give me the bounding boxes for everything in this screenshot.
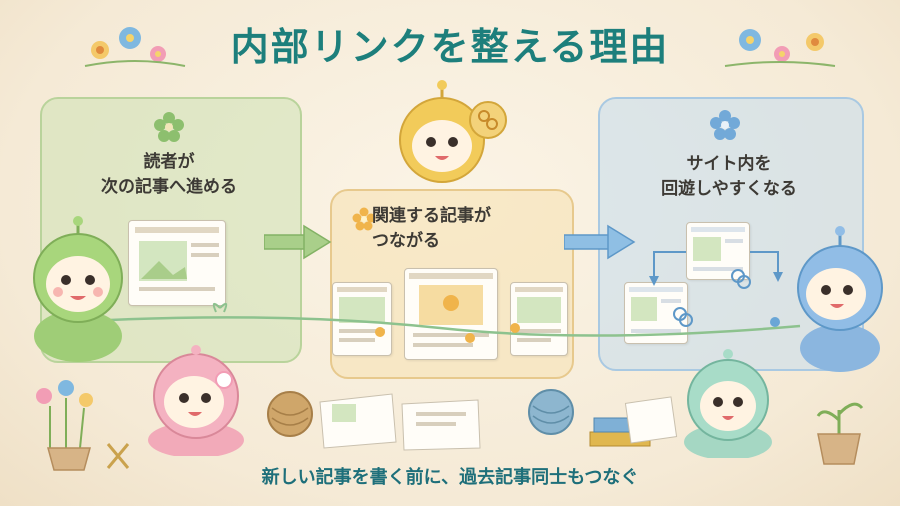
flower-image-icon <box>409 273 493 347</box>
article-card-mid-3 <box>510 282 568 356</box>
green-robot <box>33 216 123 362</box>
arrow-right-blue-icon <box>564 224 636 260</box>
connecting-ribbon <box>110 302 801 343</box>
arrow-right-green-icon <box>264 224 332 260</box>
panel-middle-line1: 関連する記事が <box>372 206 491 226</box>
orange-flower-icon <box>352 207 376 231</box>
article-card-mid-2 <box>404 268 498 360</box>
pink-robot <box>148 345 244 456</box>
flower-cluster-right-icon <box>724 29 836 67</box>
image-placeholder-icon <box>629 287 683 333</box>
yarn-ball-icon <box>267 391 313 437</box>
bottom-message: 新しい記事を書く前に、過去記事同士もつなぐ <box>261 467 639 488</box>
image-placeholder-icon <box>691 227 745 271</box>
paper-documents-icon <box>319 393 481 451</box>
panel-left-line2: 次の記事へ進める <box>101 177 237 197</box>
image-placeholder-icon <box>337 287 387 342</box>
panel-middle-line2: つながる <box>372 231 440 251</box>
page-title: 内部リンクを整える理由 <box>230 25 670 69</box>
green-flower-icon <box>154 112 184 142</box>
plant-pot-icon <box>816 402 864 465</box>
mint-robot <box>684 349 772 458</box>
panel-left-line1: 読者が <box>143 152 195 172</box>
article-card-left <box>128 220 226 306</box>
blue-yarn-ball-icon <box>528 389 574 435</box>
blue-robot <box>797 226 883 372</box>
panel-right-text: サイト内を 回遊しやすくなる <box>598 152 860 202</box>
panel-left-text: 読者が 次の記事へ進める <box>40 150 298 200</box>
article-card-mid-1 <box>332 282 392 356</box>
panel-middle-text: 関連する記事が つながる <box>372 204 552 254</box>
blue-flower-icon <box>710 110 740 140</box>
flower-pot-icon <box>36 380 130 471</box>
panel-right-line2: 回遊しやすくなる <box>661 179 797 199</box>
flower-cluster-left-icon <box>84 27 186 67</box>
image-placeholder-icon <box>135 227 219 291</box>
image-placeholder-icon <box>515 287 563 342</box>
books-icon <box>589 396 678 447</box>
panel-right-line1: サイト内を <box>686 154 772 174</box>
yellow-robot <box>399 80 507 183</box>
link-cycle-arrows-icon <box>649 251 783 327</box>
